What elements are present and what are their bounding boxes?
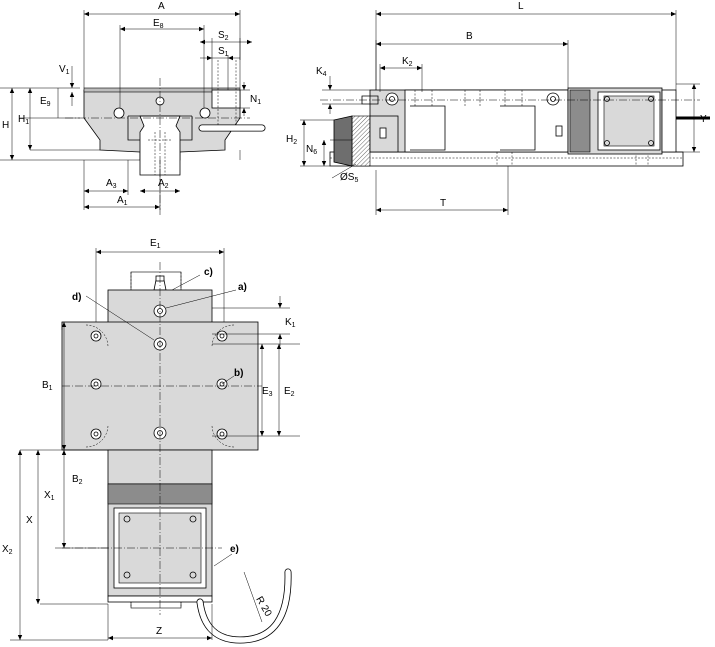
label-N6: N (306, 144, 313, 155)
callout-b: b) (234, 368, 243, 379)
label-V1: V (59, 64, 66, 75)
side-view: L B K2 K4 H2 N6 ØS5 T Y (286, 1, 710, 215)
label-B2: B (72, 474, 79, 485)
svg-text:A3: A3 (106, 178, 117, 190)
svg-text:E2: E2 (284, 386, 295, 398)
label-K4: K (316, 66, 323, 77)
front-hole-right (199, 107, 211, 119)
wiper (333, 115, 353, 167)
label-A2: A (158, 178, 165, 189)
svg-text:K4: K4 (316, 66, 327, 78)
label-Z: Z (156, 626, 162, 637)
label-K2: K (402, 56, 409, 67)
svg-text:S2: S2 (218, 30, 229, 42)
svg-text:K2: K2 (402, 56, 413, 68)
svg-text:B2: B2 (72, 474, 83, 486)
label-S5: ØS (340, 172, 355, 183)
svg-text:N1: N1 (250, 94, 261, 106)
svg-text:B1: B1 (42, 380, 53, 392)
front-view: A E8 S2 S1 V1 E9 H H1 N1 A3 A2 A1 (0, 1, 266, 215)
svg-text:A2: A2 (158, 178, 169, 190)
label-T: T (440, 198, 446, 209)
label-A1: A (117, 195, 124, 206)
svg-text:H2: H2 (286, 134, 297, 146)
label-K1: K (285, 317, 292, 328)
label-X1: X (44, 490, 51, 501)
side-screw-left (385, 92, 399, 106)
label-S2: S (218, 30, 225, 41)
callout-d: d) (72, 292, 81, 303)
label-H2: H (286, 134, 293, 145)
label-E3: E (262, 386, 269, 397)
svg-text:E3: E3 (262, 386, 273, 398)
dim-S5 (331, 163, 357, 179)
label-A: A (158, 1, 165, 12)
callout-a: a) (238, 282, 247, 293)
svg-text:S1: S1 (218, 46, 229, 58)
dim-R20 (243, 571, 263, 623)
label-E8: E (153, 18, 160, 29)
svg-text:H1: H1 (18, 114, 29, 126)
label-H: H (2, 120, 9, 131)
svg-text:X2: X2 (2, 544, 13, 556)
label-A3: A (106, 178, 113, 189)
front-hole-left (113, 107, 125, 119)
label-E1: E (150, 238, 157, 249)
svg-text:V1: V1 (59, 64, 70, 76)
label-X: X (26, 515, 33, 526)
label-L: L (518, 1, 524, 12)
svg-text:A1: A1 (117, 195, 128, 207)
sensor-housing (211, 89, 241, 109)
svg-text:E1: E1 (150, 238, 161, 250)
svg-text:X1: X1 (44, 490, 55, 502)
label-B: B (466, 31, 473, 42)
label-Y: Y (700, 114, 707, 125)
callout-e: e) (230, 544, 239, 555)
label-E2: E (284, 386, 291, 397)
top-view: E1 K1 E3 E2 B1 B2 X1 X X2 Z R 20 c) a) d… (2, 238, 300, 644)
svg-text:ØS5: ØS5 (340, 172, 358, 184)
svg-text:N6: N6 (306, 144, 317, 156)
svg-text:E8: E8 (153, 18, 164, 30)
label-E9: E (40, 96, 47, 107)
label-N1: N (250, 94, 257, 105)
end-seal-hatched (351, 115, 371, 167)
label-X2: X (2, 544, 9, 555)
label-H1: H (18, 114, 25, 125)
side-screw-right (546, 92, 560, 106)
svg-text:K1: K1 (285, 317, 296, 329)
label-B1: B (42, 380, 49, 391)
svg-text:E9: E9 (40, 96, 51, 108)
label-S1: S (218, 46, 225, 57)
callout-c: c) (204, 267, 213, 278)
